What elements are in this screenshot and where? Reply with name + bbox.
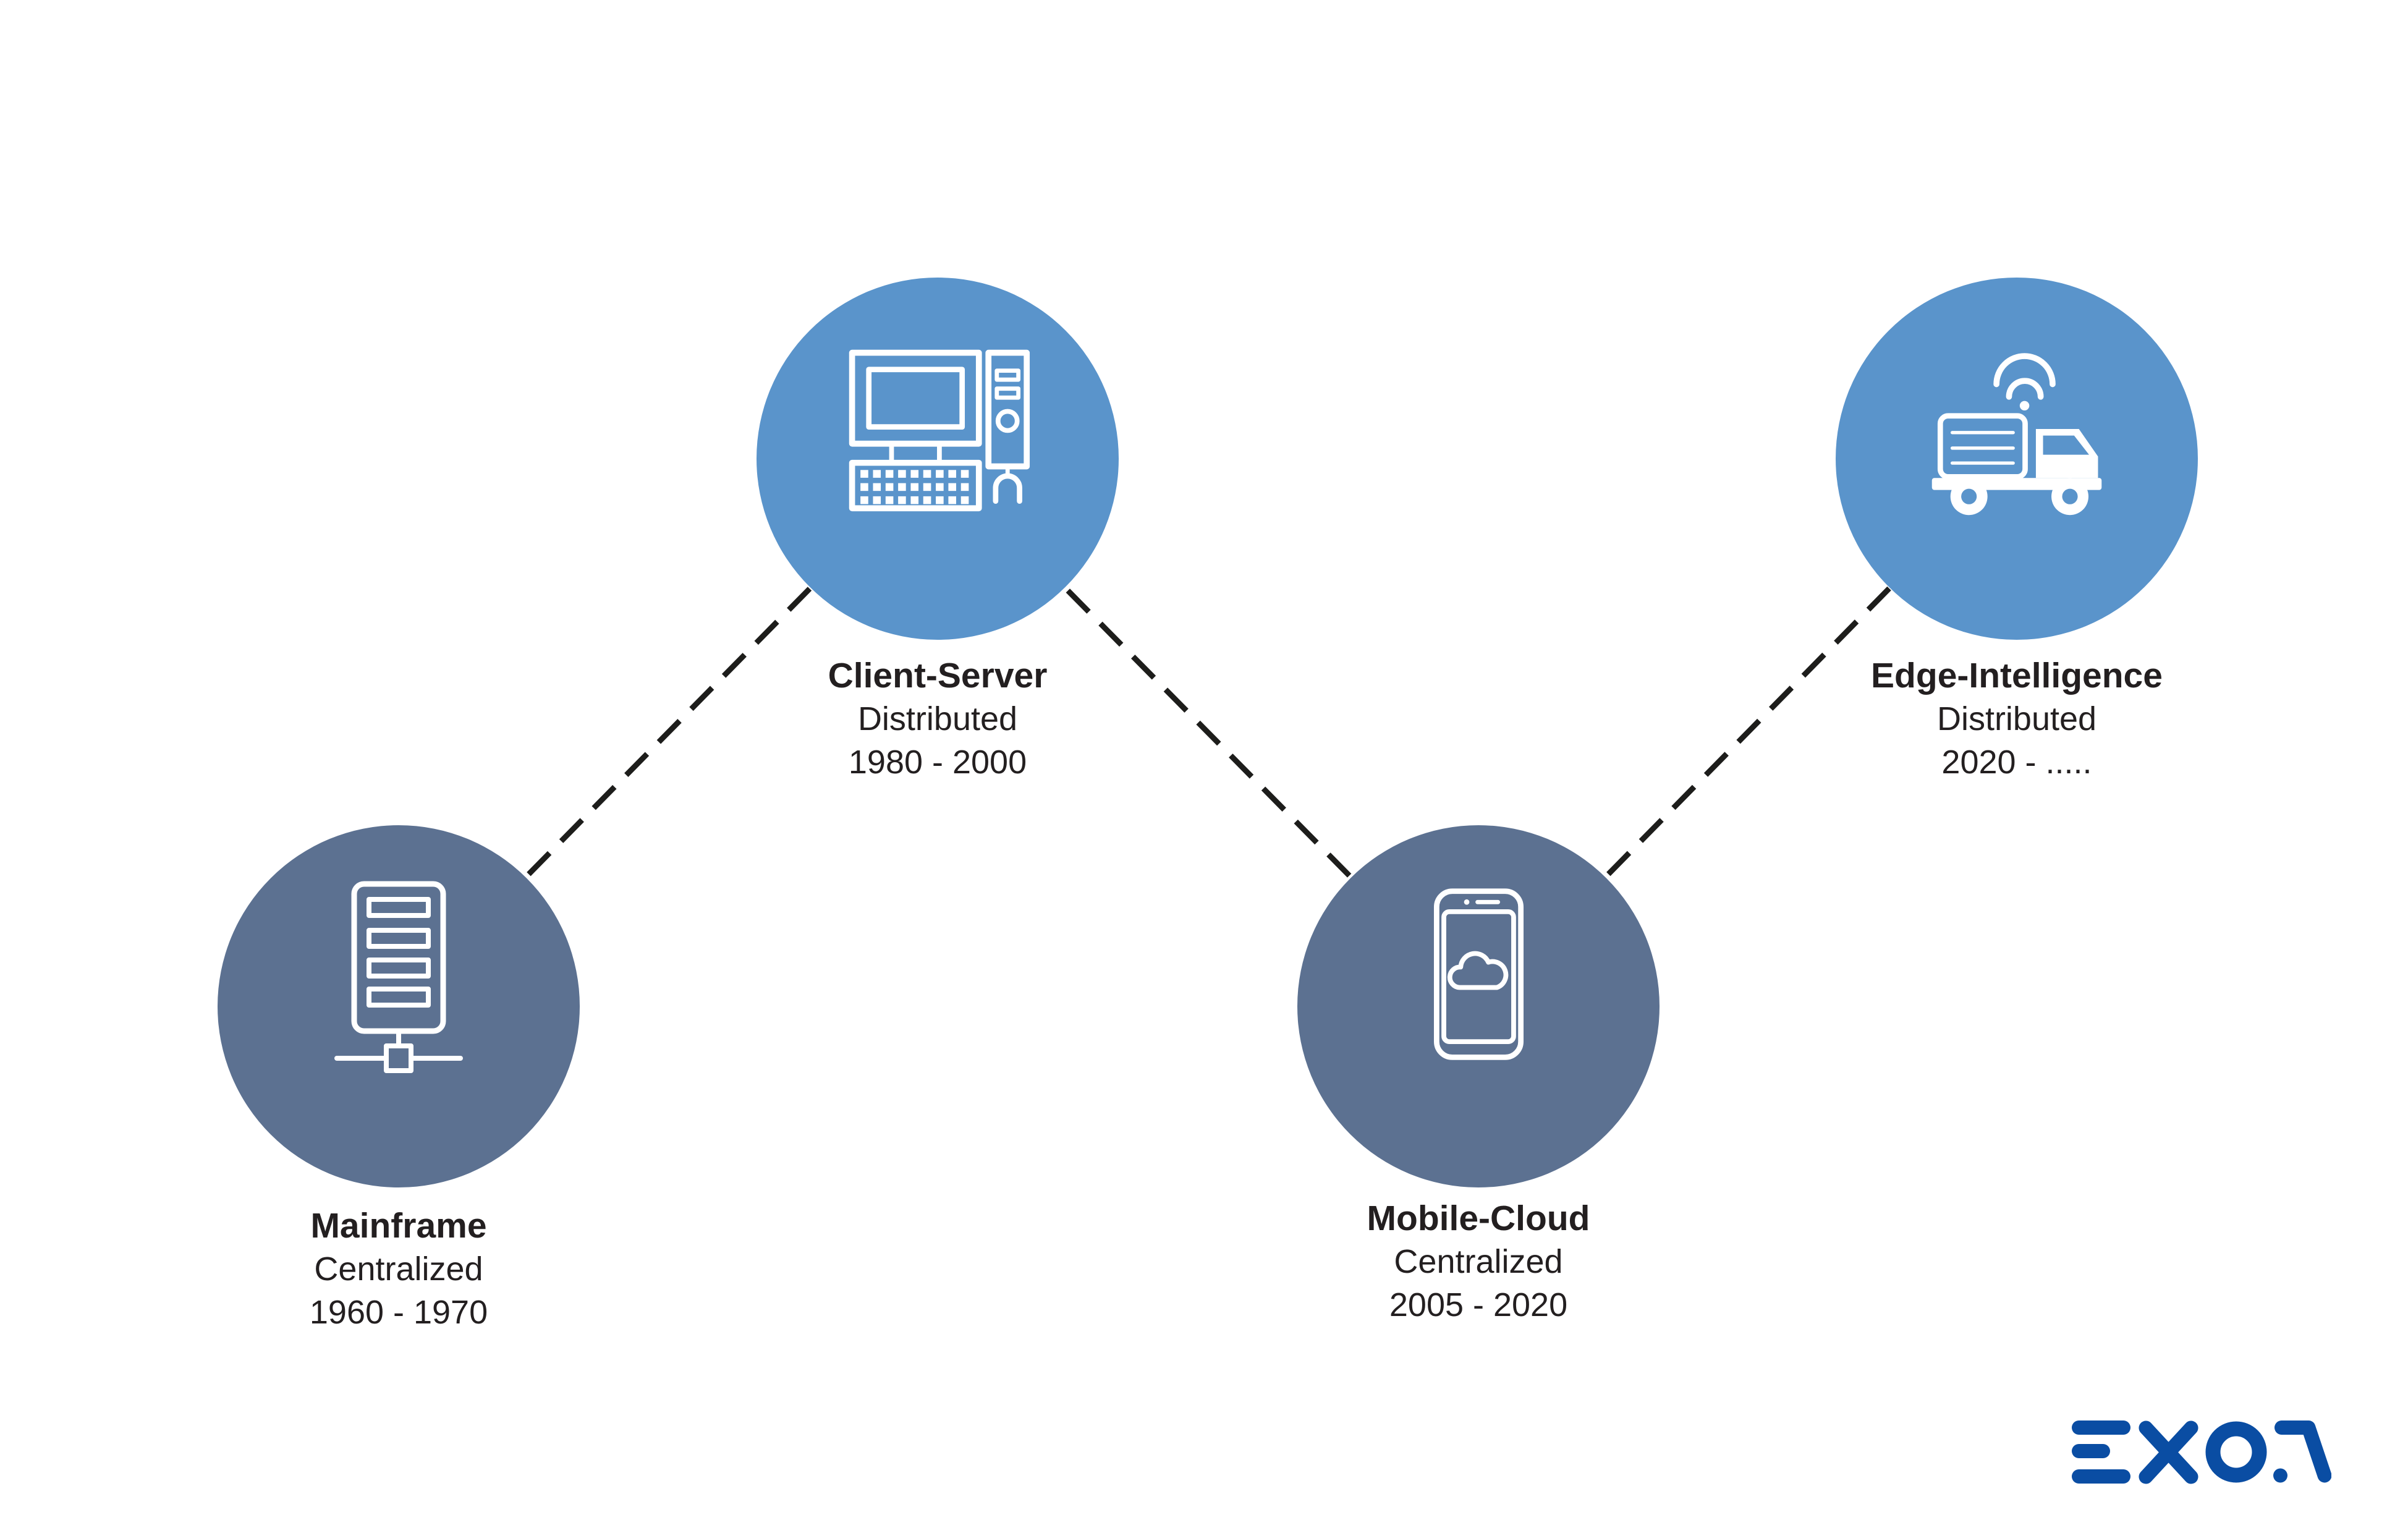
node-architecture: Distributed bbox=[857, 700, 1018, 737]
logo-letter-e bbox=[2072, 1420, 2130, 1484]
node-years: 2005 - 2020 bbox=[1389, 1286, 1568, 1323]
node-client-server-label: Client-Server Distributed 1980 - 2000 bbox=[828, 654, 1048, 784]
node-mainframe-label: Mainframe Centralized 1960 - 1970 bbox=[310, 1204, 488, 1334]
node-mainframe-circle bbox=[218, 825, 580, 1187]
connector-line-clientserver-mobilecloud bbox=[935, 456, 1481, 1009]
node-years: 2020 - ..... bbox=[1941, 744, 2092, 781]
exor-logo: EXOR bbox=[2072, 1420, 2332, 1485]
node-architecture: Centralized bbox=[314, 1251, 483, 1288]
keyboard-keys bbox=[860, 469, 969, 504]
logo-letter-r bbox=[2273, 1420, 2332, 1483]
node-architecture: Centralized bbox=[1394, 1243, 1563, 1280]
cloud-glyph bbox=[1447, 951, 1508, 990]
node-edge-intelligence-label: Edge-Intelligence Distributed 2020 - ...… bbox=[1871, 654, 2163, 784]
node-years: 1980 - 2000 bbox=[848, 744, 1027, 781]
logo-letter-o bbox=[2205, 1421, 2267, 1483]
connected-truck-icon bbox=[1931, 353, 2102, 516]
server-network-icon bbox=[334, 881, 463, 1073]
smartphone-cloud-icon bbox=[1433, 888, 1524, 1060]
node-mobile-cloud-label: Mobile-Cloud Centralized 2005 - 2020 bbox=[1367, 1197, 1590, 1327]
node-years: 1960 - 1970 bbox=[309, 1294, 488, 1331]
node-title: Edge-Intelligence bbox=[1871, 656, 2163, 695]
node-mobile-cloud-circle bbox=[1297, 825, 1660, 1187]
node-client-server-circle bbox=[757, 278, 1119, 640]
node-title: Mobile-Cloud bbox=[1367, 1199, 1590, 1238]
node-title: Client-Server bbox=[828, 656, 1048, 695]
connector-line-mainframe-clientserver bbox=[396, 456, 940, 1009]
node-title: Mainframe bbox=[310, 1206, 487, 1246]
logo-letter-x bbox=[2139, 1420, 2198, 1484]
connector-line-mobilecloud-edge bbox=[1476, 456, 2019, 1009]
wifi-glyph bbox=[1993, 353, 2056, 411]
exor-logo-mark bbox=[2072, 1420, 2332, 1484]
node-architecture: Distributed bbox=[1936, 700, 2097, 737]
node-edge-intelligence-circle bbox=[1836, 278, 2198, 640]
desktop-computer-icon bbox=[849, 349, 1030, 511]
